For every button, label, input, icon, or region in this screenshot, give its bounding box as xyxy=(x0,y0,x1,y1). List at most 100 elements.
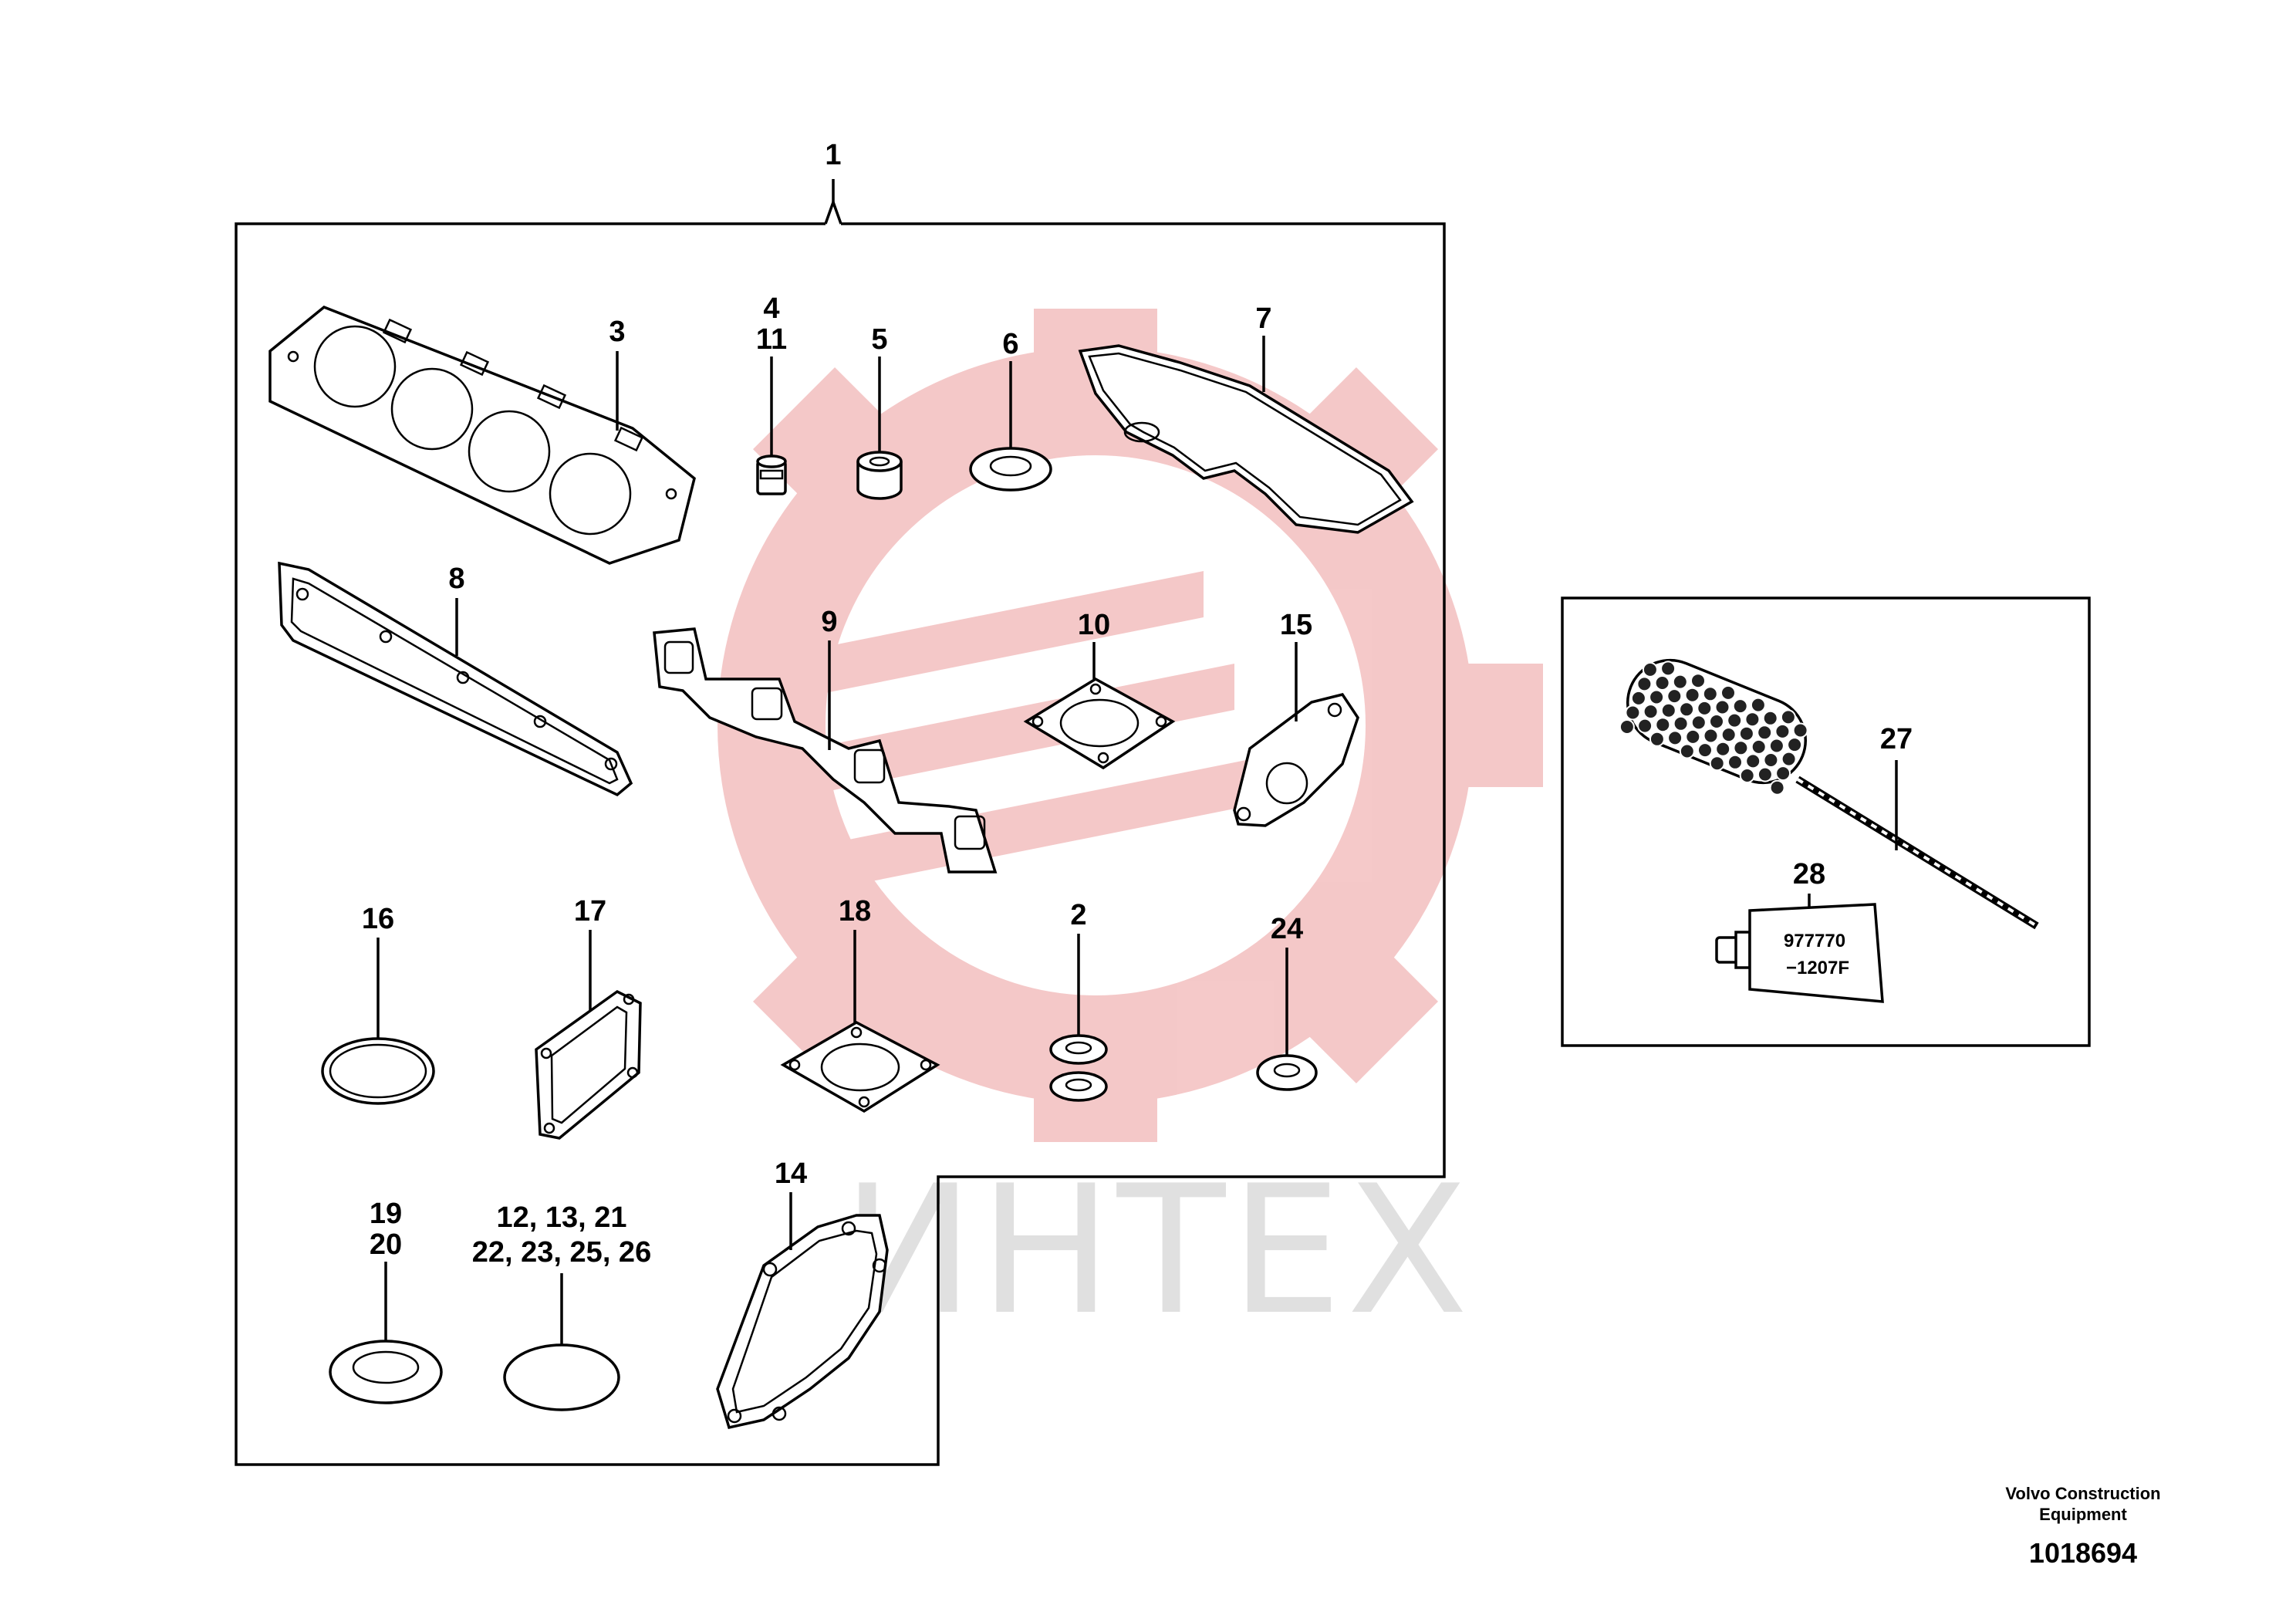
hone-ball xyxy=(1654,675,1670,691)
hone-ball xyxy=(1619,719,1635,735)
hone-ball xyxy=(1637,718,1653,734)
callout-27: 27 xyxy=(1880,723,1913,755)
callout-24: 24 xyxy=(1271,913,1303,945)
hone-ball xyxy=(1685,728,1701,745)
hone-ball xyxy=(1673,715,1689,732)
hone-ball-pattern xyxy=(1619,661,1808,796)
hone-ball xyxy=(1775,765,1791,782)
hone-ball xyxy=(1649,689,1665,705)
hone-ball xyxy=(1715,741,1731,757)
hone-ball xyxy=(1787,737,1803,753)
hone-ball xyxy=(1636,676,1653,692)
hone-ball xyxy=(1679,743,1695,759)
hone-ball xyxy=(1666,688,1683,705)
hone-ball xyxy=(1643,704,1659,720)
hone-ball xyxy=(1649,731,1665,747)
hone-ball xyxy=(1792,722,1808,738)
callout-5: 5 xyxy=(871,323,887,356)
hone-ball xyxy=(1769,779,1785,796)
part-10-flange-gasket xyxy=(1023,677,1176,770)
hone-ball xyxy=(1702,686,1718,702)
hone-ball xyxy=(1690,715,1707,731)
callout-2: 2 xyxy=(1070,899,1086,931)
callout-12-13-21: 12, 13, 21 xyxy=(496,1201,626,1234)
hone-ball xyxy=(1672,674,1688,690)
hone-ball xyxy=(1727,712,1743,728)
part-15-housing-gasket xyxy=(1233,693,1359,827)
hone-ball xyxy=(1762,710,1778,726)
callout-7: 7 xyxy=(1255,302,1271,335)
part-19-20-seal-ring xyxy=(329,1340,443,1404)
callout-4: 4 xyxy=(763,292,779,325)
part-16-o-ring xyxy=(321,1037,435,1105)
callout-9: 9 xyxy=(821,606,837,638)
footer-company-line-1: Volvo Construction xyxy=(2005,1484,2160,1503)
hone-ball xyxy=(1768,738,1784,754)
hone-ball xyxy=(1709,755,1725,772)
hone-ball xyxy=(1709,714,1724,729)
callout-6: 6 xyxy=(1002,328,1018,360)
callout-17: 17 xyxy=(574,895,606,928)
hone-ball xyxy=(1738,725,1754,742)
tube-text-line-2: −1207F xyxy=(1786,958,1849,978)
kit-frame xyxy=(235,222,1446,1466)
hone-ball xyxy=(1630,690,1646,706)
hone-ball xyxy=(1697,742,1713,759)
footer-drawing-number: 1018694 xyxy=(2029,1537,2137,1569)
part-17-cover-gasket xyxy=(535,989,642,1140)
hone-ball xyxy=(1684,687,1700,703)
hone-ball xyxy=(1733,740,1749,756)
callout-3: 3 xyxy=(609,316,625,348)
callout-15: 15 xyxy=(1280,609,1312,641)
hone-ball xyxy=(1660,661,1676,677)
part-6-seal-ring xyxy=(969,447,1052,492)
part-24-washer xyxy=(1256,1054,1318,1091)
hone-ball xyxy=(1703,728,1719,744)
part-7-valve-cover-gasket xyxy=(1078,344,1414,534)
callout-19: 19 xyxy=(370,1198,402,1230)
tube-text-line-1: 977770 xyxy=(1784,931,1845,951)
callout-1: 1 xyxy=(825,139,841,171)
part-28-sealant-tube: 977770 −1207F xyxy=(1715,903,1884,1003)
hone-ball xyxy=(1720,727,1737,743)
hone-ball xyxy=(1690,673,1706,689)
callout-11: 11 xyxy=(756,323,787,356)
callout-8: 8 xyxy=(448,563,464,595)
callout-20: 20 xyxy=(370,1228,402,1261)
part-8-intake-manifold-gasket xyxy=(278,561,633,797)
hone-ball xyxy=(1757,766,1773,782)
hone-ball xyxy=(1625,705,1641,721)
hone-ball xyxy=(1667,730,1683,746)
part-18-flange-gasket xyxy=(780,1021,940,1113)
part-9-exhaust-manifold-gasket xyxy=(653,627,998,874)
part-4-11-valve-stem-seal xyxy=(756,454,787,495)
hone-ball xyxy=(1744,711,1761,728)
hone-ball xyxy=(1763,752,1779,768)
part-27-flex-hone-brush xyxy=(1619,658,2039,930)
watermark-text: ИНТЕХ xyxy=(842,1148,1473,1354)
footer-company-line-2: Equipment xyxy=(2039,1505,2127,1524)
hone-ball xyxy=(1757,725,1773,741)
kit-frame-bracket xyxy=(824,198,842,225)
hone-ball xyxy=(1739,768,1755,783)
part-multi-o-ring xyxy=(503,1343,620,1411)
hone-ball xyxy=(1745,753,1761,769)
part-14-water-pump-gasket xyxy=(716,1214,889,1430)
callout-22-23-25-26: 22, 23, 25, 26 xyxy=(472,1236,651,1269)
hone-ball xyxy=(1781,751,1797,767)
hone-ball xyxy=(1714,699,1730,715)
hone-ball xyxy=(1655,717,1671,733)
hone-ball xyxy=(1732,698,1748,715)
callout-18: 18 xyxy=(839,895,871,928)
callout-16: 16 xyxy=(362,903,394,935)
callout-10: 10 xyxy=(1078,609,1110,641)
hone-ball xyxy=(1751,738,1767,755)
callout-28: 28 xyxy=(1793,858,1825,890)
hone-ball xyxy=(1750,697,1766,713)
hone-ball xyxy=(1727,754,1743,770)
hone-ball xyxy=(1660,702,1676,718)
part-2-washers xyxy=(1049,1034,1108,1102)
callout-14: 14 xyxy=(775,1157,807,1190)
part-3-cylinder-head-gasket xyxy=(268,305,696,565)
